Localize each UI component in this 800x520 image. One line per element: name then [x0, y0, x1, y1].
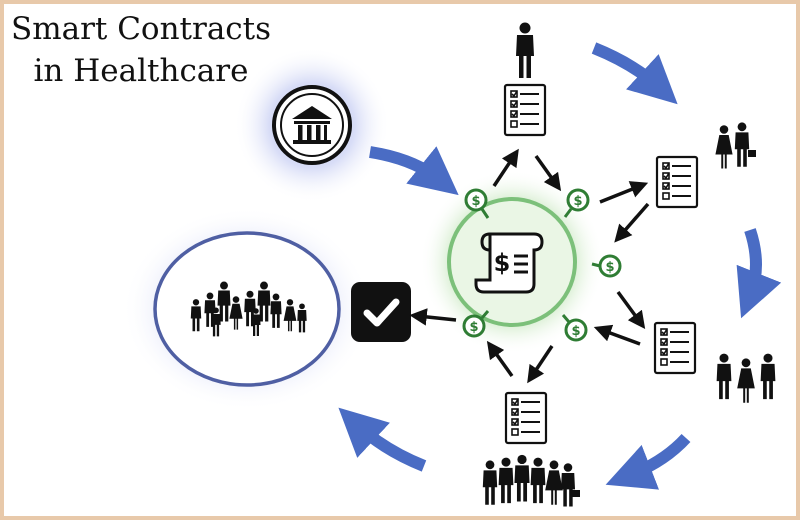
smart-contract-scroll-icon: $ [474, 232, 544, 294]
svg-text:$: $ [494, 249, 511, 277]
flow-arrow-cycle-3 [605, 433, 691, 490]
coin-stems [480, 208, 601, 323]
flow-arrow-insurer-to-contract [369, 146, 459, 196]
doctor-icon [516, 22, 534, 78]
bank-building-icon [272, 85, 352, 165]
flow-arrow-cycle-4 [338, 407, 427, 472]
smart-contract-diagram: $ [122, 22, 782, 507]
checkmark-icon [351, 282, 411, 342]
flow-arrow-cycle-1 [591, 42, 678, 105]
contract-flow-arrows [409, 148, 650, 384]
hospital-staff-icon [482, 454, 580, 507]
contract-node: $ [447, 197, 577, 327]
diagram-title: Smart Contracts in Healthcare [10, 8, 272, 92]
flow-arrow-cycle-2 [736, 228, 782, 319]
nurse-and-doctor-icon [715, 122, 756, 169]
title-line-2: in Healthcare [33, 53, 249, 89]
medical-team-icon [716, 353, 776, 403]
title-line-1: Smart Contracts [10, 11, 272, 47]
